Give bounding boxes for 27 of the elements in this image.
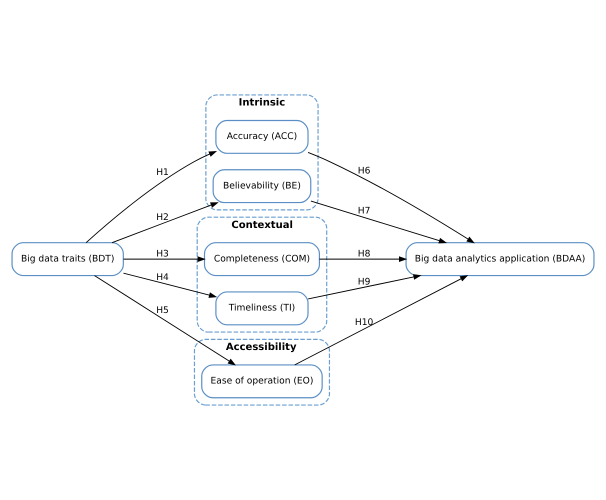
arrow (294, 275, 468, 366)
node-box: Timeliness (TI) (215, 291, 309, 326)
node-box: Believability (BE) (212, 169, 312, 204)
node-box: Completeness (COM) (204, 242, 320, 276)
edge-label: H2 (156, 212, 169, 223)
edge-label: H1 (156, 168, 169, 178)
arrow (310, 200, 448, 244)
node-box: Accuracy (ACC) (215, 120, 309, 154)
arrow (123, 256, 206, 262)
arrow (308, 152, 475, 244)
arrow (86, 150, 218, 244)
arrow (319, 256, 408, 262)
edge-label: H8 (358, 249, 370, 260)
node-box: Big data analytics application (BDAA) (405, 242, 595, 276)
edge-label: H5 (156, 306, 169, 316)
edge-label: H4 (156, 273, 169, 284)
node-box: Big data traits (BDT) (11, 242, 124, 276)
node-box: Ease of operation (EO) (201, 364, 323, 398)
edge-label: H7 (358, 206, 370, 217)
edge-label: H10 (354, 318, 374, 328)
arrow (94, 275, 236, 366)
edge-label: H3 (156, 249, 169, 260)
arrow (112, 202, 219, 244)
arrow (123, 272, 218, 298)
edge-label: H9 (358, 278, 370, 288)
edge-label: H6 (358, 166, 370, 176)
arrow (308, 274, 422, 300)
